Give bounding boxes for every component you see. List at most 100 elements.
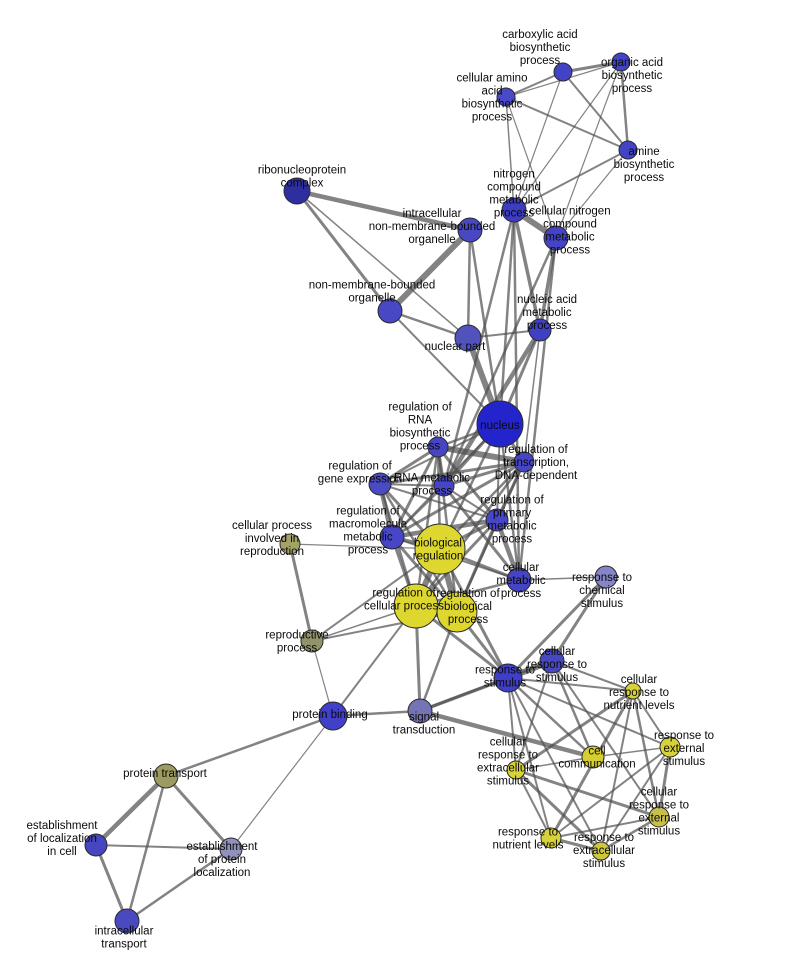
edge-resp_stim--cell_comm xyxy=(506,676,595,759)
edge-cell_resp_ext--resp_extra xyxy=(599,815,661,853)
node-est_prot[interactable] xyxy=(219,837,243,861)
node-amine[interactable] xyxy=(618,140,638,160)
node-est_loc[interactable] xyxy=(84,833,108,857)
edge-cpr--repro xyxy=(288,542,314,643)
node-cell_met[interactable] xyxy=(506,567,532,593)
edge-reg_rna--reg_cell xyxy=(414,445,440,608)
edge-cell_resp_nutr--resp_ext xyxy=(632,690,671,748)
node-carb[interactable] xyxy=(553,62,573,82)
node-nmb_org[interactable] xyxy=(377,298,403,324)
node-nucleus[interactable] xyxy=(476,400,524,448)
node-prot_bind[interactable] xyxy=(318,701,348,731)
edge-resp_stim--signal xyxy=(418,676,510,713)
edge-resp_stim--resp_extra xyxy=(507,677,602,852)
node-repro[interactable] xyxy=(300,629,324,653)
edge-nmb_org--nuc_part xyxy=(388,309,470,340)
edge-reg_tx--reg_macro xyxy=(390,460,526,539)
node-cell_resp_ext[interactable] xyxy=(648,806,670,828)
node-rna_met[interactable] xyxy=(433,475,455,497)
node-cell_nitro[interactable] xyxy=(543,225,569,251)
node-intra_trans[interactable] xyxy=(114,908,140,934)
edge-carb--amino xyxy=(505,71,564,98)
edge-prot_trans--intra_trans xyxy=(125,774,168,923)
label-nuc_part: nuclear part xyxy=(425,341,487,353)
node-nitro[interactable] xyxy=(501,197,527,223)
node-resp_chem[interactable] xyxy=(594,565,618,589)
edge-ribo--nmb_org xyxy=(295,189,392,313)
node-reg_rna[interactable] xyxy=(427,436,449,458)
edge-cell_resp_extra--cell_resp_ext xyxy=(514,768,661,819)
edge-resp_ext--cell_comm xyxy=(592,746,671,758)
edge-carb--amine xyxy=(562,71,629,151)
node-resp_nutr[interactable] xyxy=(540,827,562,849)
node-intra_org[interactable] xyxy=(457,217,483,243)
edge-est_prot--intra_trans xyxy=(125,847,233,923)
node-prot_trans[interactable] xyxy=(153,763,179,789)
node-amino[interactable] xyxy=(496,87,516,107)
node-ribo[interactable] xyxy=(283,177,311,205)
edge-resp_ext--cell_resp_ext xyxy=(657,745,672,819)
edge-resp_stim--cell_resp_nutr xyxy=(507,677,634,692)
node-signal[interactable] xyxy=(407,698,433,724)
node-reg_macro[interactable] xyxy=(379,524,405,550)
node-nuc_part[interactable] xyxy=(454,324,482,352)
node-reg_bio[interactable] xyxy=(436,591,478,633)
edge-cell_nitro--cell_met xyxy=(517,236,558,582)
edge-nucleus--cell_met xyxy=(498,422,521,582)
edge-cell_nitro--rna_met xyxy=(442,236,558,488)
node-cell_resp_stim[interactable] xyxy=(539,648,565,674)
node-bio_reg[interactable] xyxy=(414,523,466,575)
edge-ribo--nuc_part xyxy=(296,190,469,339)
edge-cell_resp_nutr--cell_resp_extra xyxy=(514,689,635,772)
node-reg_prim[interactable] xyxy=(485,508,509,532)
node-org[interactable] xyxy=(611,52,631,72)
node-cell_resp_extra[interactable] xyxy=(506,760,526,780)
edge-org--nitro xyxy=(513,61,622,211)
edge-intra_org--nuc_part xyxy=(466,228,472,340)
node-nucleic[interactable] xyxy=(528,318,552,342)
edge-prot_trans--est_loc xyxy=(93,773,169,848)
node-resp_ext[interactable] xyxy=(659,736,681,758)
label-prot_bind: protein binding xyxy=(292,709,367,721)
edge-cell_resp_stim--cell_resp_extra xyxy=(515,660,553,771)
node-reg_tx[interactable] xyxy=(513,451,535,473)
node-reg_gene[interactable] xyxy=(368,472,392,496)
label-prot_trans: protein transport xyxy=(123,768,208,780)
node-resp_stim[interactable] xyxy=(493,663,523,693)
edge-rna_met--cell_met xyxy=(442,484,521,582)
edge-nucleic--reg_tx xyxy=(523,329,541,463)
node-resp_extra[interactable] xyxy=(591,841,611,861)
edge-carb--nitro xyxy=(513,71,564,211)
edge-resp_chem--resp_stim xyxy=(506,575,608,680)
edge-est_prot--prot_bind xyxy=(230,715,334,850)
edge-reg_rna--reg_prim xyxy=(436,445,499,522)
node-cpr[interactable] xyxy=(279,533,301,555)
node-cell_resp_nutr[interactable] xyxy=(624,682,642,700)
node-cell_comm[interactable] xyxy=(581,745,605,769)
edge-amine--cell_nitro xyxy=(555,149,629,239)
